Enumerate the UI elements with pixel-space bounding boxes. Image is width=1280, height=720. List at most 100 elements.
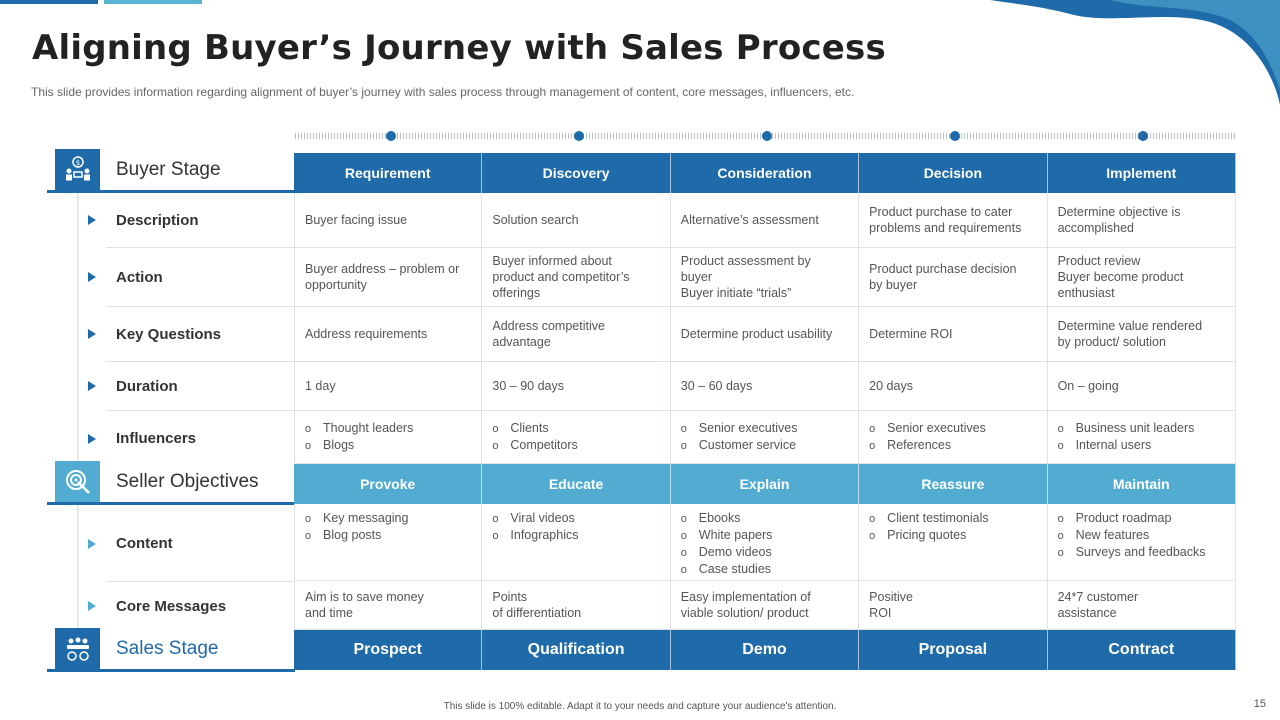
timeline-dot [386,131,396,141]
arrow-icon [88,329,96,339]
cell-line: and time [305,606,353,620]
table-cell: Address requirements [294,307,483,362]
cell-line: buyer [680,270,713,284]
table-cell: Determine product usability [670,307,860,362]
cell-line: 30 – 60 days [680,379,753,393]
table-cell: Solution search [482,193,671,248]
seller-objective-header: Educate [482,464,671,504]
bullet-item: Viral videos [492,510,578,527]
arrow-icon [88,381,96,391]
cell-line: Product purchase decision [869,262,1017,276]
row-label-core-messages: Core Messages [88,582,294,630]
bullet-item: Surveys and feedbacks [1058,544,1206,561]
seller-objective-header: Explain [670,464,860,504]
row-label-text: Duration [116,377,178,395]
buyer-stage-header: Implement [1047,153,1236,193]
buyer-stage-header: Consideration [670,153,860,193]
sales-stage-header: Qualification [482,630,671,670]
table-cell: Alternative’s assessment [670,193,860,248]
team-icon [55,628,100,669]
page-number: 15 [1253,698,1266,710]
row-label-description: Description [88,193,294,248]
row-label-text: Content [116,535,173,552]
bullet-item: Infographics [492,527,578,544]
accent-bar-light [104,0,202,4]
cell-line: ROI [869,606,892,620]
cell-line: Determine objective is [1057,205,1181,219]
cell-line: enthusiast [1057,286,1115,300]
timeline-dot [950,131,960,141]
table-cell: 30 – 90 days [482,362,671,411]
table-row: Thought leadersBlogsClientsCompetitorsSe… [294,411,1236,464]
bullet-item: Senior executives [681,420,798,437]
row-label-influencers: Influencers [88,411,294,466]
bullet-item: Product roadmap [1058,510,1206,527]
arrow-icon [88,538,96,549]
sales-stage-header: Prospect [294,630,483,670]
table-cell: Thought leadersBlogs [294,411,483,464]
sales-stage-header: Demo [670,630,860,670]
corner-wave-decoration [990,0,1280,105]
bullet-item: Demo videos [681,544,773,561]
cell-line: Easy implementation of [680,590,811,604]
footer-note: This slide is 100% editable. Adapt it to… [443,701,837,712]
buyer-stage-header: Requirement [294,153,483,193]
table-cell: EbooksWhite papersDemo videosCase studie… [670,504,860,581]
bullet-item: Key messaging [305,510,408,527]
bullet-item: Senior executives [869,420,986,437]
row-label-text: Core Messages [116,597,227,615]
row-label-text: Description [116,211,199,229]
bullet-item: Thought leaders [305,420,413,437]
bullet-item: Clients [492,420,577,437]
cell-line: Positive [869,590,913,604]
table-cell: Product roadmapNew featuresSurveys and f… [1047,504,1236,581]
table-cell: Key messagingBlog posts [294,504,483,581]
row-label-content: Content [88,506,294,582]
arrow-icon [88,215,96,225]
cell-line: Determine ROI [869,327,953,341]
seller-objectives-title: Seller Objectives [116,471,259,492]
table-cell: Viral videosInfographics [482,504,671,581]
cell-line: 24*7 customer [1057,590,1139,604]
cell-line: Determine value rendered [1057,319,1203,333]
bullet-item: White papers [681,527,773,544]
arrow-icon [88,272,96,282]
bullet-item: Internal users [1058,437,1195,454]
row-label-key-questions: Key Questions [88,307,294,362]
cell-line: by buyer [869,278,918,292]
table-cell: Client testimonialsPricing quotes [859,504,1048,581]
row-label-action: Action [88,248,294,307]
cell-line: of differentiation [492,606,582,620]
row-label-text: Key Questions [116,325,222,343]
arrow-icon [88,601,96,611]
sales-stage-header: Proposal [859,630,1048,670]
page-title: Aligning Buyer’s Journey with Sales Proc… [32,28,886,68]
table-cell: Determine ROI [859,307,1048,362]
buyer-stage-header: Decision [859,153,1048,193]
timeline-track [295,131,1235,141]
cell-line: product and competitor’s [492,270,630,284]
page-subtitle: This slide provides information regardin… [31,85,855,99]
arrow-icon [88,433,96,444]
timeline-dot [762,131,772,141]
cell-line: opportunity [305,278,367,292]
buyer-stage-title: Buyer Stage [116,159,221,180]
cell-line: assistance [1057,606,1117,620]
buyer-group-icon: $ [55,149,100,190]
cell-line: 20 days [869,379,913,393]
row-label-duration: Duration [88,362,294,411]
